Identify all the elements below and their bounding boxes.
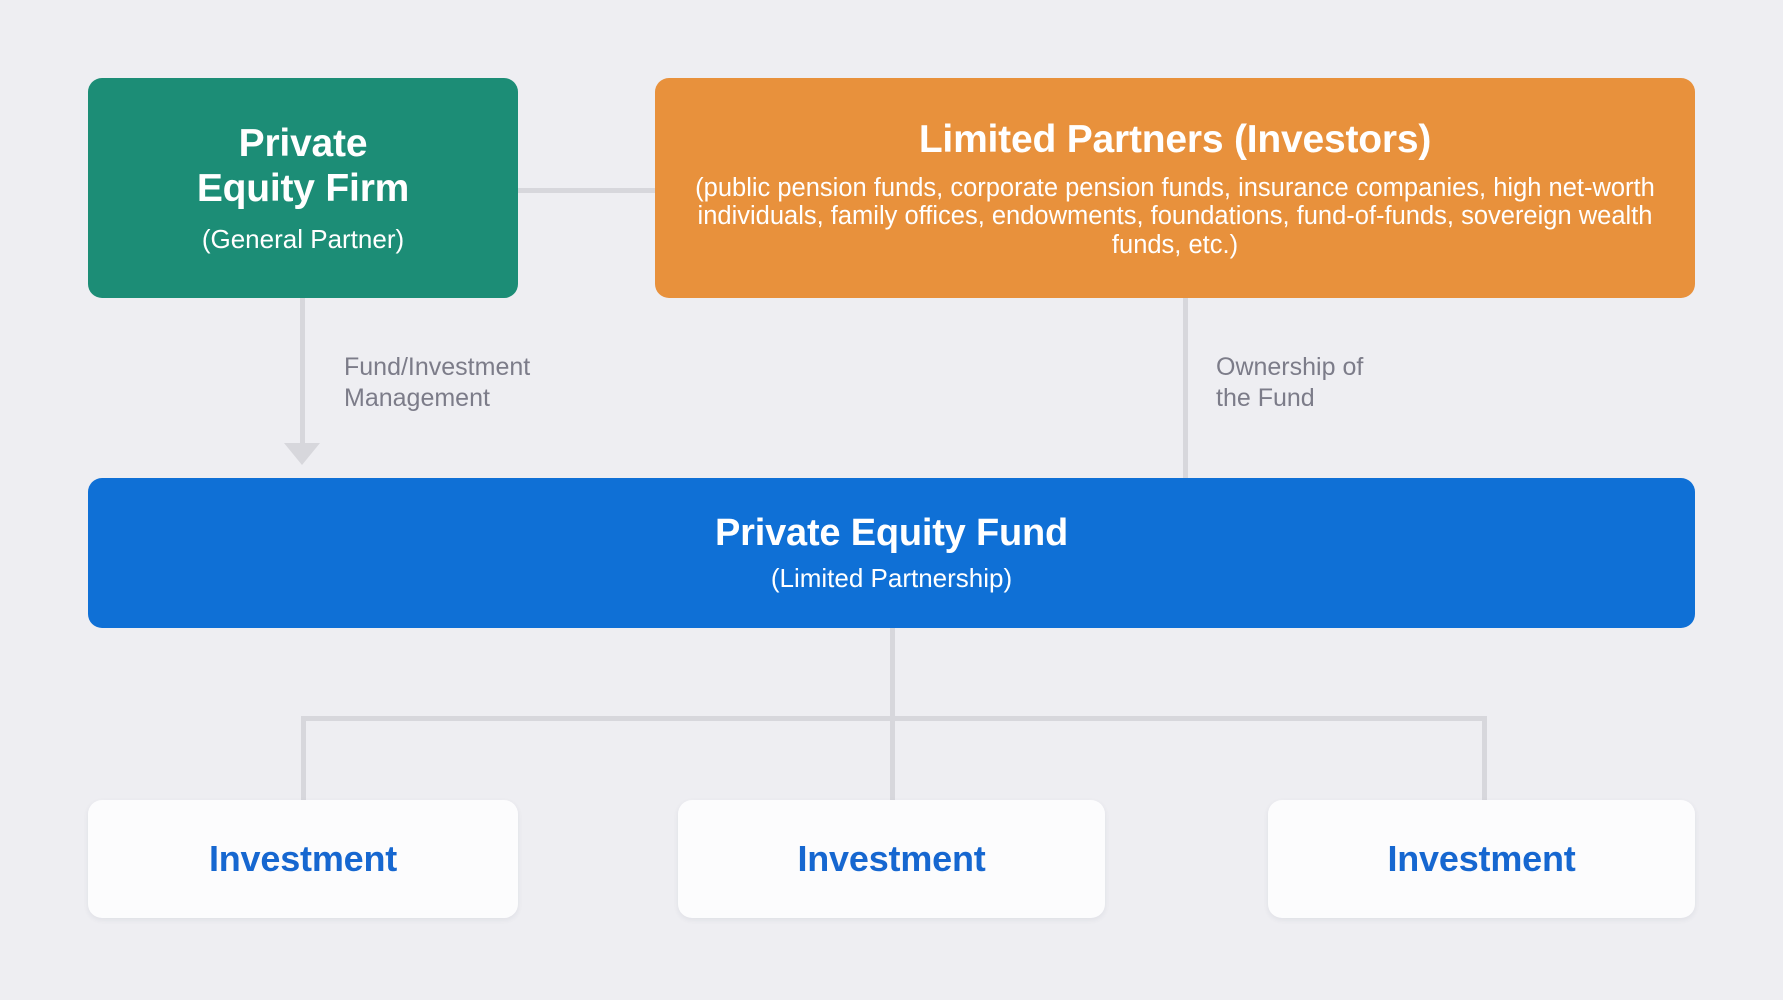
node-private-equity-fund-title: Private Equity Fund (714, 511, 1069, 554)
node-private-equity-fund-subtitle: (Limited Partnership) (770, 563, 1013, 594)
node-private-equity-firm-title-line1: Private (238, 121, 368, 165)
edge-label-fund-investment-management: Fund/Investment Management (344, 353, 531, 412)
node-private-equity-firm-subtitle: (General Partner) (201, 224, 405, 255)
connector-lps-to-fund (1183, 296, 1188, 480)
node-investment-3-title: Investment (1387, 838, 1576, 879)
connector-investments-busbar (301, 716, 1487, 721)
node-limited-partners-title: Limited Partners (Investors) (918, 117, 1432, 161)
connector-fund-stem (890, 626, 895, 802)
node-limited-partners-subtitle: (public pension funds, corporate pension… (695, 173, 1655, 259)
node-investment-2-title: Investment (797, 838, 986, 879)
connector-firm-to-fund (300, 296, 305, 444)
node-investment-2[interactable]: Investment (678, 800, 1105, 918)
node-investment-3[interactable]: Investment (1268, 800, 1695, 918)
connector-firm-to-lps (510, 188, 663, 193)
node-investment-1-title: Investment (208, 838, 398, 879)
arrowhead-firm-to-fund (284, 443, 320, 465)
node-private-equity-firm[interactable]: Private Equity Firm (General Partner) (88, 78, 518, 298)
connector-drop-investment-3 (1482, 716, 1487, 804)
node-investment-1[interactable]: Investment (88, 800, 518, 918)
node-private-equity-firm-title-line2: Equity Firm (196, 167, 410, 211)
node-private-equity-firm-title: Private Equity Firm (196, 121, 410, 212)
edge-label-ownership-of-the-fund: Ownership of the Fund (1216, 353, 1364, 412)
node-private-equity-fund[interactable]: Private Equity Fund (Limited Partnership… (88, 478, 1695, 628)
node-limited-partners[interactable]: Limited Partners (Investors) (public pen… (655, 78, 1695, 298)
connector-drop-investment-1 (301, 716, 306, 804)
